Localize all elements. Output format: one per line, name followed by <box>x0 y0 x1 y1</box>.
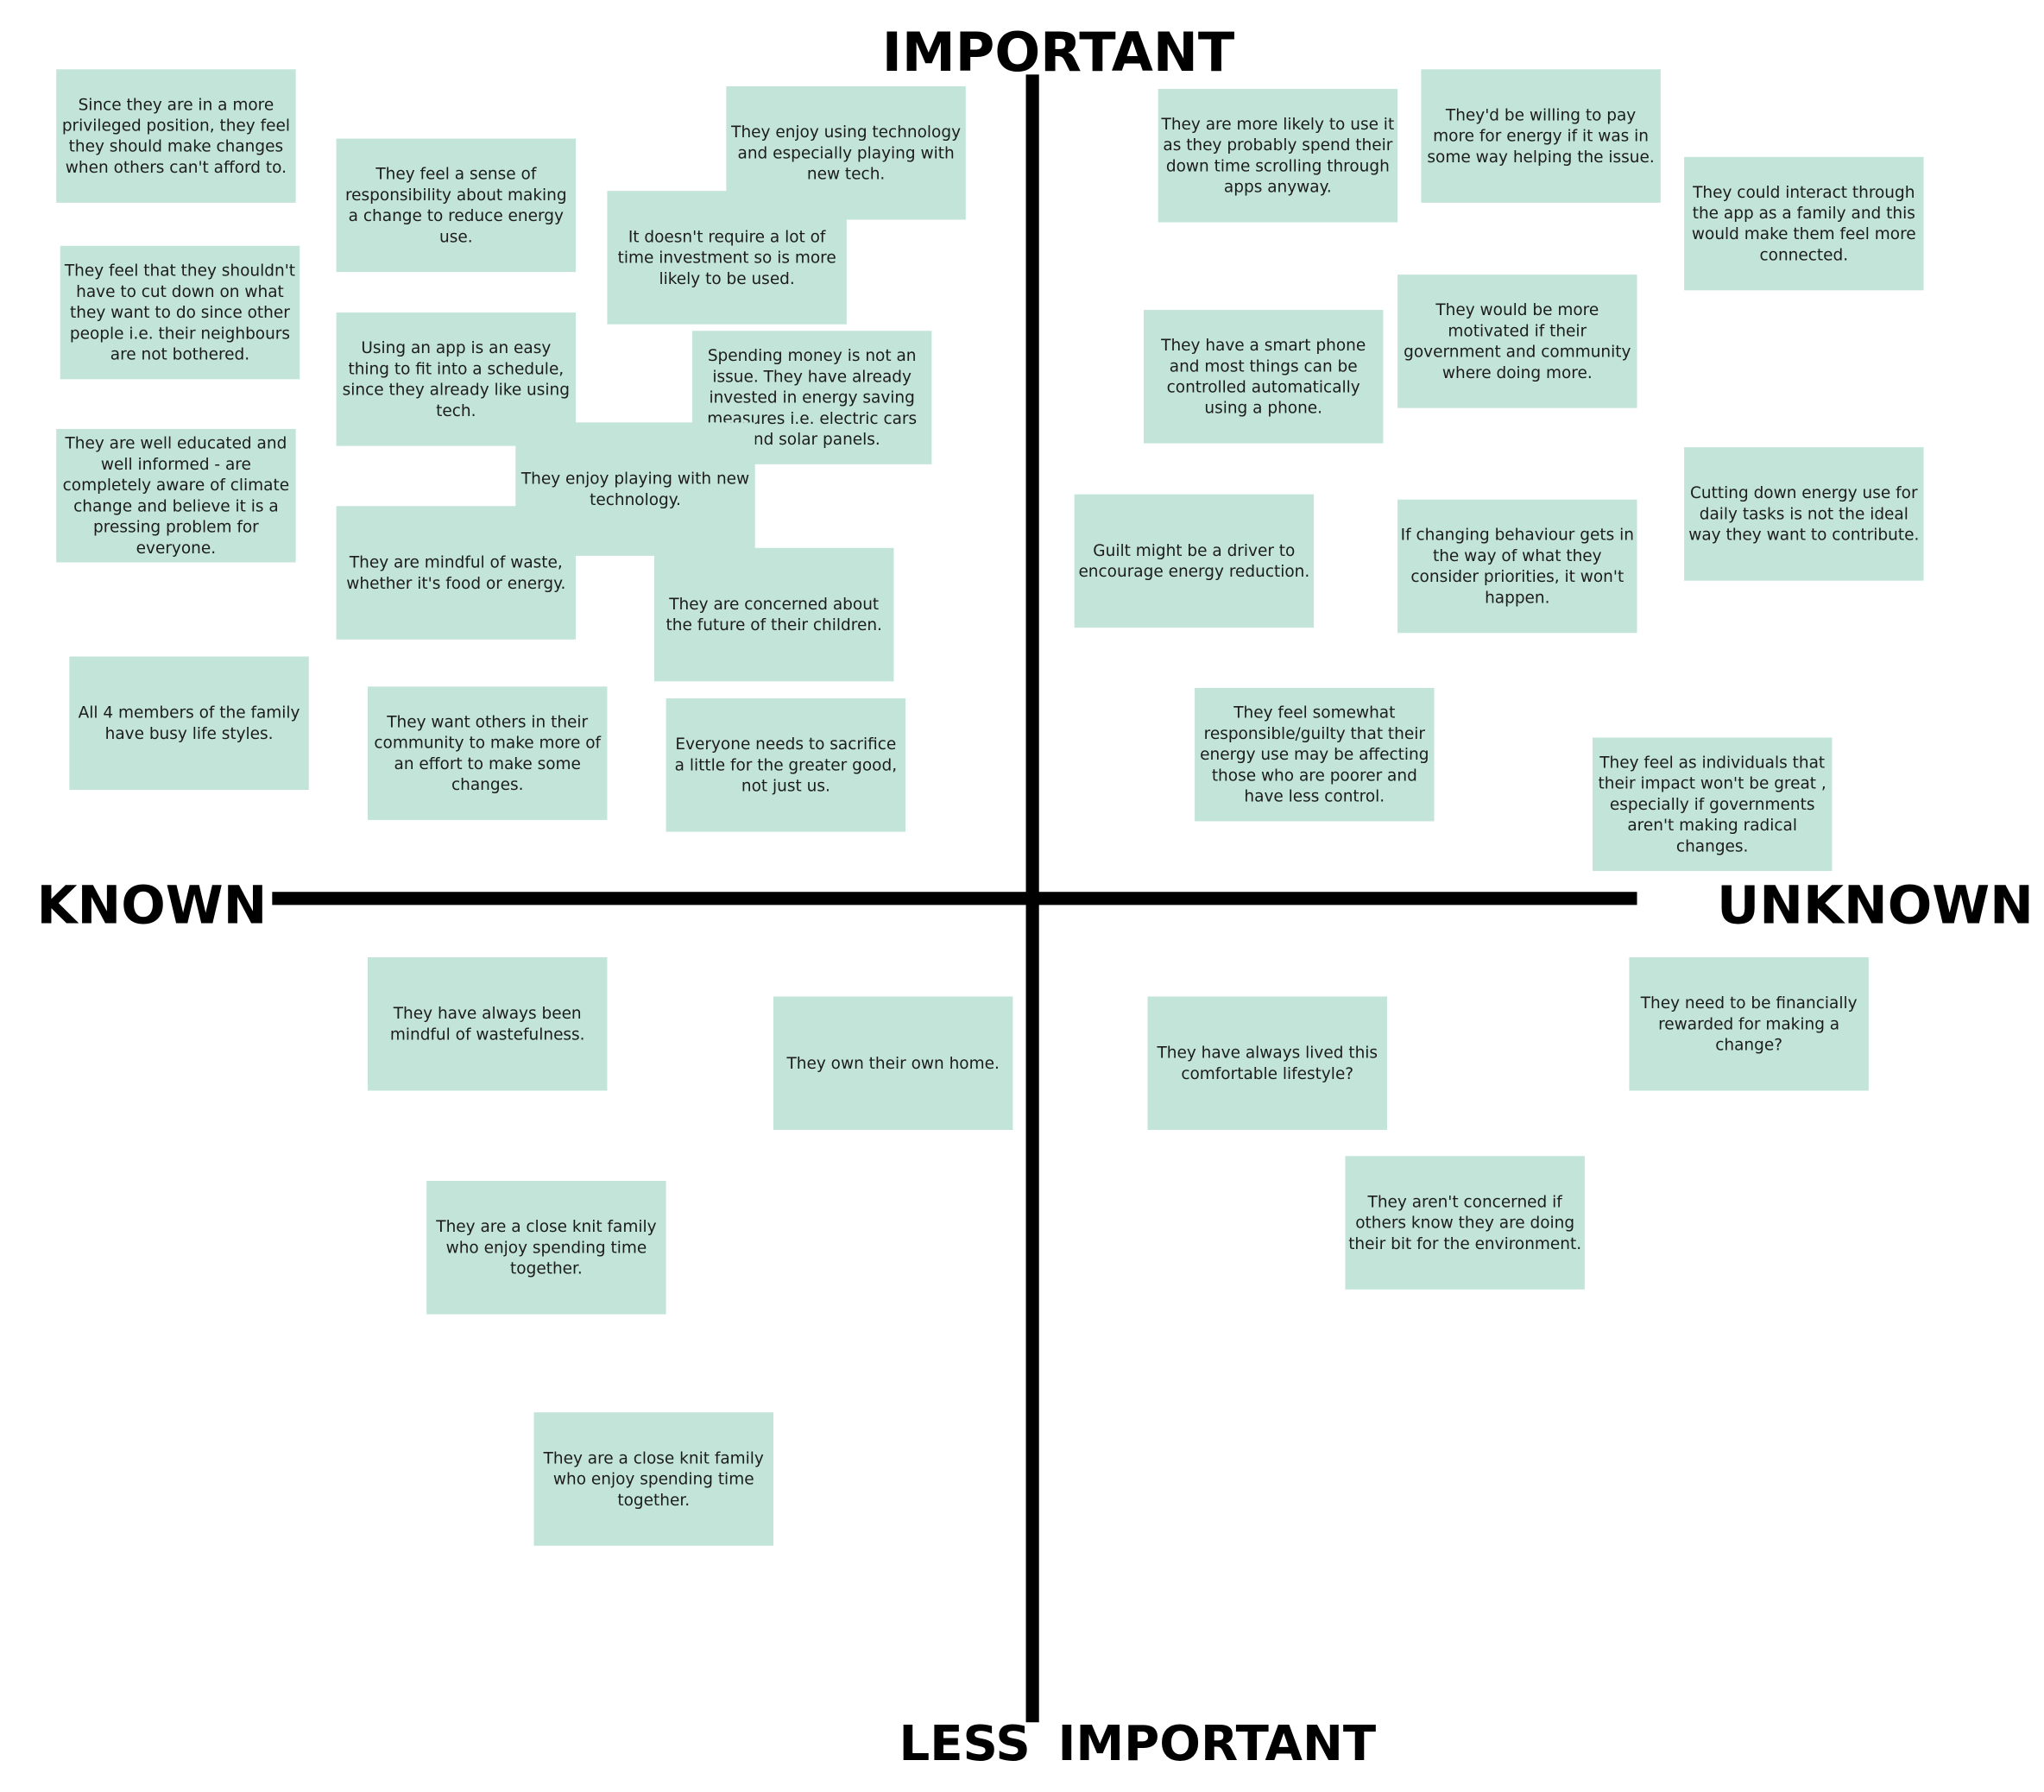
sticky-note[interactable]: Cutting down energy use for daily tasks … <box>1684 447 1924 581</box>
sticky-note[interactable]: They aren't concerned if others know the… <box>1345 1156 1585 1290</box>
sticky-note[interactable]: Guilt might be a driver to encourage ene… <box>1074 494 1315 628</box>
sticky-note[interactable]: They feel as individuals that their impa… <box>1592 737 1833 871</box>
sticky-note[interactable]: They want others in their community to m… <box>367 686 608 820</box>
sticky-note[interactable]: They are concerned about the future of t… <box>654 547 894 682</box>
sticky-note[interactable]: They could interact through the app as a… <box>1684 156 1924 291</box>
sticky-note[interactable]: Everyone needs to sacrifice a little for… <box>666 698 906 832</box>
sticky-note[interactable]: They'd be willing to pay more for energy… <box>1421 69 1661 203</box>
axis-label-unknown: UNKNOWN <box>1716 876 2034 937</box>
sticky-note[interactable]: All 4 members of the family have busy li… <box>69 656 309 791</box>
axis-label-known: KNOWN <box>36 876 268 937</box>
sticky-note[interactable]: They are well educated and well informed… <box>56 428 296 563</box>
sticky-note[interactable]: They have always been mindful of wastefu… <box>367 956 608 1091</box>
sticky-note[interactable]: They are a close knit family who enjoy s… <box>426 1181 666 1315</box>
sticky-note[interactable]: They feel that they shouldn't have to cu… <box>60 245 300 380</box>
sticky-note[interactable]: They are more likely to use it as they p… <box>1158 89 1398 223</box>
sticky-note[interactable]: If changing behaviour gets in the way of… <box>1397 499 1637 634</box>
axis-label-less-important: LESS IMPORTANT <box>899 1715 1377 1772</box>
sticky-note[interactable]: They would be more motivated if their go… <box>1397 274 1637 408</box>
horizontal-axis <box>272 892 1637 905</box>
sticky-note[interactable]: They are mindful of waste, whether it's … <box>336 506 577 640</box>
sticky-note[interactable]: They own their own home. <box>773 996 1013 1130</box>
axis-label-important: IMPORTANT <box>881 21 1235 84</box>
sticky-note[interactable]: Since they are in a more privileged posi… <box>56 69 296 203</box>
sticky-note[interactable]: They are a close knit family who enjoy s… <box>533 1412 773 1546</box>
sticky-note[interactable]: They have a smart phone and most things … <box>1143 310 1384 444</box>
sticky-note[interactable]: They feel a sense of responsibility abou… <box>336 138 577 273</box>
sticky-note[interactable]: They have always lived this comfortable … <box>1147 996 1387 1130</box>
sticky-note[interactable]: They feel somewhat responsible/guilty th… <box>1195 687 1435 822</box>
sticky-note[interactable]: They need to be financially rewarded for… <box>1629 956 1869 1091</box>
sticky-note[interactable]: It doesn't require a lot of time investm… <box>607 191 847 325</box>
